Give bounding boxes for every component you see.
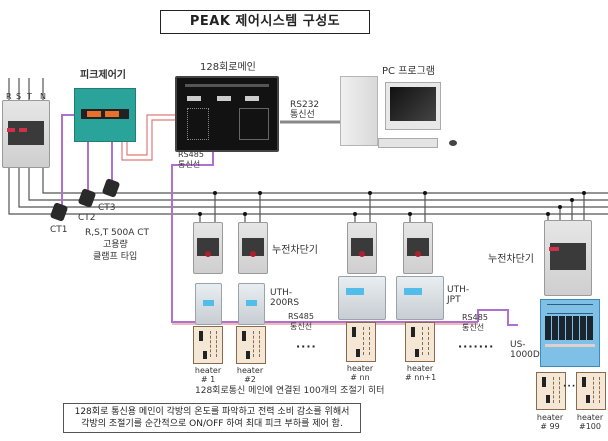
- ct-description-line2: 고용량: [103, 240, 128, 250]
- controller-uth200rs-2: [238, 283, 265, 325]
- peak-controller: [74, 88, 136, 142]
- controller-uthjpt-nn: [338, 276, 386, 320]
- note-line-2: 각방의 조절기를 순간적으로 ON/OFF 하여 최대 피크 부하를 제어 함.: [81, 419, 343, 429]
- heater-1: [193, 326, 223, 364]
- rs485-main-label-2: 통신선: [178, 160, 201, 169]
- peak-link-line-2: [126, 114, 175, 156]
- heater-2: [236, 326, 266, 364]
- ct3-label: CT3: [98, 203, 116, 213]
- heater-caption: 128회로통신 메인에 연결된 100개의 조절기 히터: [195, 386, 385, 396]
- ellipsis-before-us1000d: ·······: [458, 340, 495, 353]
- phase-label-t: T: [27, 92, 32, 101]
- ct1-wire: [61, 114, 75, 208]
- main-controller-label: 128회로메인: [200, 62, 256, 73]
- phase-label-n: N: [40, 92, 46, 101]
- heater-nn1-num: # nn+1: [405, 373, 437, 382]
- ct-description-line3: 클램프 타입: [93, 252, 138, 262]
- heater-100: [576, 372, 606, 410]
- pc-mouse: [449, 140, 457, 146]
- bus-line-t: [28, 165, 608, 201]
- heater-99: [536, 372, 566, 410]
- rs485-mid-label-1: RS485: [288, 312, 314, 321]
- heater-1-name: heater: [194, 366, 222, 375]
- phase-label-r: R: [6, 92, 12, 101]
- main-breaker: [2, 100, 50, 168]
- main-breaker-right: [544, 220, 592, 296]
- heater-100-name: heater: [576, 413, 604, 422]
- heater-99-num: # 99: [540, 422, 560, 431]
- ct-description-line1: R,S,T 500A CT: [85, 228, 150, 238]
- heater-100-num: #100: [579, 422, 601, 431]
- rs485-right-line: [477, 309, 518, 326]
- rs485-right-label-1: RS485: [462, 313, 488, 322]
- heater-nn: [346, 322, 376, 362]
- heater-nn1: [405, 322, 435, 362]
- rs485-mid-label-2: 통신선: [290, 322, 313, 331]
- branch-breaker-nn: [347, 222, 377, 274]
- us1000d-label-1: US-: [510, 340, 526, 350]
- ellipsis-heaters-99-100: ···: [563, 382, 577, 392]
- uthjpt-label-2: JPT: [447, 295, 461, 305]
- heater-nn-name: heater: [346, 364, 374, 373]
- diagram-title: PEAK 제어시스템 구성도: [160, 10, 370, 34]
- pc-tower: [340, 76, 378, 146]
- rs232-label-2: 통신선: [290, 110, 315, 120]
- ellipsis-between-heaters: ····: [296, 340, 317, 353]
- phase-label-s: S: [16, 92, 22, 101]
- us1000d-label-2: 1000D: [510, 350, 540, 360]
- heater-nn1-name: heater: [406, 364, 434, 373]
- pc-monitor: [385, 82, 441, 130]
- controller-uth200rs-1: [195, 283, 222, 325]
- rs485-main-line: [171, 150, 214, 323]
- branch-breaker-1: [193, 222, 223, 274]
- branch-breaker-2: [238, 222, 268, 274]
- ct2-label: CT2: [78, 213, 96, 223]
- heater-nn-num: # nn: [350, 373, 370, 382]
- controller-uthjpt-nn1: [396, 276, 444, 320]
- ct1-label: CT1: [50, 225, 68, 235]
- rs485-main-label-1: RS485: [178, 150, 204, 159]
- uth200rs-label-1: UTH-: [270, 288, 293, 298]
- heater-1-num: # 1: [200, 375, 216, 384]
- pc-keyboard: [378, 138, 438, 148]
- rs485-right-label-2: 통신선: [462, 323, 485, 332]
- us1000d-controller: [540, 299, 600, 367]
- rs232-label-1: RS232: [290, 100, 320, 110]
- uth200rs-label-2: 200RS: [270, 298, 300, 308]
- heater-99-name: heater: [536, 413, 564, 422]
- description-note: 128회로 통신용 메인이 각방의 온도를 파악하고 전력 소비 감소를 위해서…: [63, 403, 361, 433]
- peak-controller-label: 피크제어기: [80, 70, 126, 81]
- uthjpt-label-1: UTH-: [447, 285, 470, 295]
- bus-line-n: [42, 165, 608, 194]
- bus-line-s: [18, 165, 608, 208]
- pc-program-label: PC 프로그램: [382, 66, 435, 77]
- breaker-label-right: 누전차단기: [488, 254, 534, 265]
- heater-2-name: heater: [236, 366, 264, 375]
- peak-link-line-1: [121, 119, 175, 161]
- note-line-1: 128회로 통신용 메인이 각방의 온도를 파악하고 전력 소비 감소를 위해서: [74, 407, 350, 417]
- breaker-label-left: 누전차단기: [272, 245, 318, 256]
- heater-2-num: #2: [244, 375, 256, 384]
- branch-breaker-nn1: [403, 222, 433, 274]
- main-controller: [175, 76, 279, 152]
